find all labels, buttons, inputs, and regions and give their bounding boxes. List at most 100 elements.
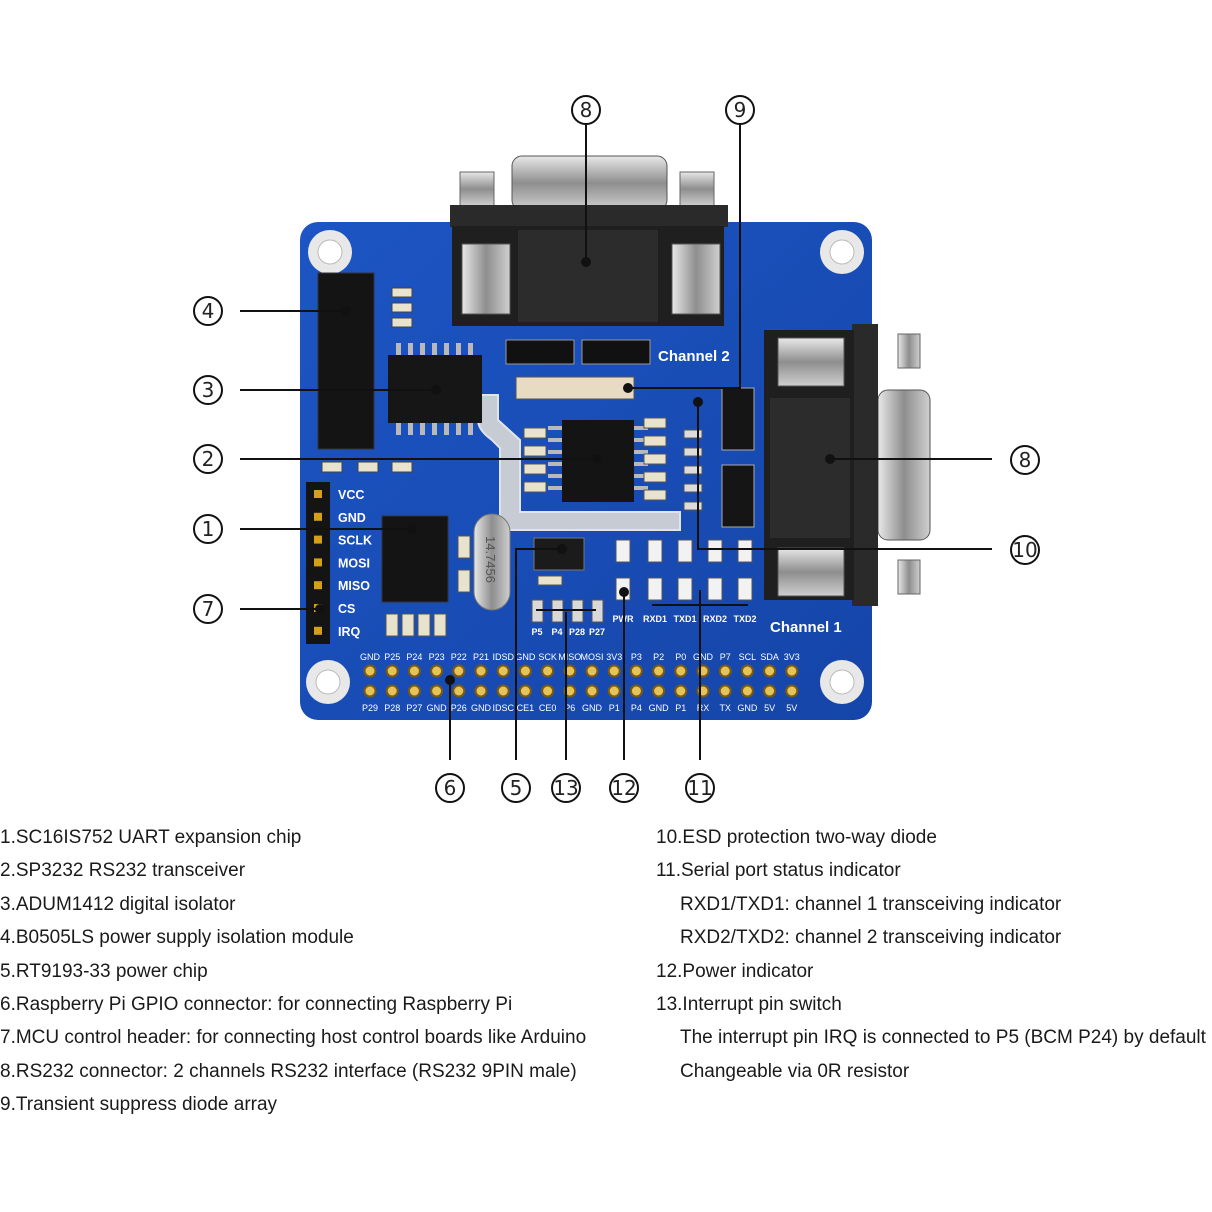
gpio-pin xyxy=(563,664,577,678)
legend-item: 1.SC16IS752 UART expansion chip xyxy=(0,827,302,848)
isolation-module xyxy=(317,272,375,450)
header-pin-label: IRQ xyxy=(338,625,361,639)
gpio-pin xyxy=(674,684,688,698)
callout-1: 1 xyxy=(193,514,223,544)
gpio-pin xyxy=(585,684,599,698)
callout-markers: 8 9 4 3 2 1 7 8 10 6 5 13 12 11 xyxy=(193,95,1040,803)
legend-item: 6.Raspberry Pi GPIO connector: for conne… xyxy=(0,993,513,1015)
gpio-pin xyxy=(674,664,688,678)
svg-text:7: 7 xyxy=(202,597,215,621)
gpio-pin xyxy=(718,684,732,698)
callout-3: 3 xyxy=(193,375,223,405)
db9-connector-right xyxy=(764,324,931,606)
legend-item: 4.B0505LS power supply isolation module xyxy=(0,927,354,949)
gpio-bottom-label: P27 xyxy=(406,703,422,713)
gpio-top-label: GND xyxy=(515,652,536,662)
header-pin xyxy=(314,558,322,567)
legend-item: RXD2/TXD2: channel 2 transceiving indica… xyxy=(680,927,1062,949)
legend-item: 5.RT9193-33 power chip xyxy=(0,960,208,982)
svg-text:13: 13 xyxy=(553,776,578,800)
gpio-bottom-label: GND xyxy=(737,703,758,713)
header-pin-label: CS xyxy=(338,602,355,616)
irq-pad-label: P27 xyxy=(589,627,605,637)
gpio-top-label: P2 xyxy=(653,652,664,662)
gpio-pin xyxy=(629,684,643,698)
gpio-top-label: MOSI xyxy=(580,652,603,662)
gpio-bottom-label: 5V xyxy=(764,703,775,713)
gpio-bottom-label: P1 xyxy=(675,703,686,713)
gpio-pin xyxy=(740,684,754,698)
legend-item: 2.SP3232 RS232 transceiver xyxy=(0,860,246,882)
gpio-pin xyxy=(430,684,444,698)
tvs-diode-array xyxy=(721,387,755,528)
gpio-pin xyxy=(607,664,621,678)
led-label: RXD2 xyxy=(703,614,727,624)
gpio-pin xyxy=(407,684,421,698)
gpio-pin xyxy=(452,664,466,678)
legend-item: 11.Serial port status indicator xyxy=(656,860,901,882)
gpio-bottom-label: P29 xyxy=(362,703,378,713)
gpio-top-label: IDSD xyxy=(492,652,514,662)
header-pin-label: SCLK xyxy=(338,534,372,548)
crystal-label: 14.7456 xyxy=(483,536,498,583)
jumper-blocks xyxy=(505,339,651,400)
callout-12: 12 xyxy=(609,773,639,803)
gpio-bottom-label: GND xyxy=(471,703,492,713)
gpio-pin xyxy=(385,684,399,698)
legend-item: 3.ADUM1412 digital isolator xyxy=(0,893,236,915)
legend-item: 12.Power indicator xyxy=(656,960,814,982)
gpio-bottom-label: RX xyxy=(697,703,710,713)
gpio-pin xyxy=(763,664,777,678)
gpio-top-label: SCL xyxy=(739,652,757,662)
gpio-top-label: P3 xyxy=(631,652,642,662)
gpio-bottom-label: GND xyxy=(649,703,670,713)
legend-item: 7.MCU control header: for connecting hos… xyxy=(0,1027,587,1049)
gpio-bottom-label: P4 xyxy=(631,703,642,713)
legend-left: 1.SC16IS752 UART expansion chip 2.SP3232 … xyxy=(0,821,586,1122)
gpio-bottom-label: P1 xyxy=(609,703,620,713)
power-chip xyxy=(533,537,585,586)
svg-text:9: 9 xyxy=(734,98,747,122)
header-pin xyxy=(314,490,322,498)
gpio-pin xyxy=(363,664,377,678)
callout-9: 9 xyxy=(725,95,755,125)
header-pin-label: GND xyxy=(338,511,366,525)
callout-5: 5 xyxy=(501,773,531,803)
header-pin-label: MISO xyxy=(338,579,370,593)
svg-text:12: 12 xyxy=(611,776,636,800)
irq-pad-label: P5 xyxy=(531,627,542,637)
callout-2: 2 xyxy=(193,444,223,474)
legend-item: 8.RS232 connector: 2 channels RS232 inte… xyxy=(0,1060,577,1082)
gpio-top-label: P24 xyxy=(406,652,422,662)
resistor-array xyxy=(321,287,413,473)
gpio-pin xyxy=(363,684,377,698)
db9-connector-top xyxy=(450,155,728,326)
gpio-bottom-label: IDSC xyxy=(492,703,514,713)
svg-text:5: 5 xyxy=(510,776,523,800)
svg-text:1: 1 xyxy=(202,517,215,541)
gpio-pin xyxy=(385,664,399,678)
header-pin xyxy=(314,626,322,635)
gpio-bottom-label: P6 xyxy=(564,703,575,713)
gpio-top-label: GND xyxy=(693,652,714,662)
gpio-pin xyxy=(585,664,599,678)
callout-8-right: 8 xyxy=(1010,445,1040,475)
gpio-bottom-label: GND xyxy=(582,703,603,713)
gpio-pin xyxy=(430,664,444,678)
header-pin xyxy=(314,512,322,521)
gpio-pin xyxy=(474,664,488,678)
svg-text:8: 8 xyxy=(580,98,593,122)
irq-pad-label: P4 xyxy=(551,627,562,637)
gpio-pin xyxy=(718,664,732,678)
gpio-pin xyxy=(518,664,532,678)
status-leds xyxy=(615,539,753,601)
gpio-top-label: P7 xyxy=(720,652,731,662)
gpio-pin xyxy=(518,684,532,698)
gpio-top-label: 3V3 xyxy=(784,652,800,662)
gpio-pin xyxy=(541,664,555,678)
gpio-top-label: P25 xyxy=(384,652,400,662)
gpio-top-label: P23 xyxy=(429,652,445,662)
svg-text:8: 8 xyxy=(1019,448,1032,472)
header-pin xyxy=(314,535,322,544)
